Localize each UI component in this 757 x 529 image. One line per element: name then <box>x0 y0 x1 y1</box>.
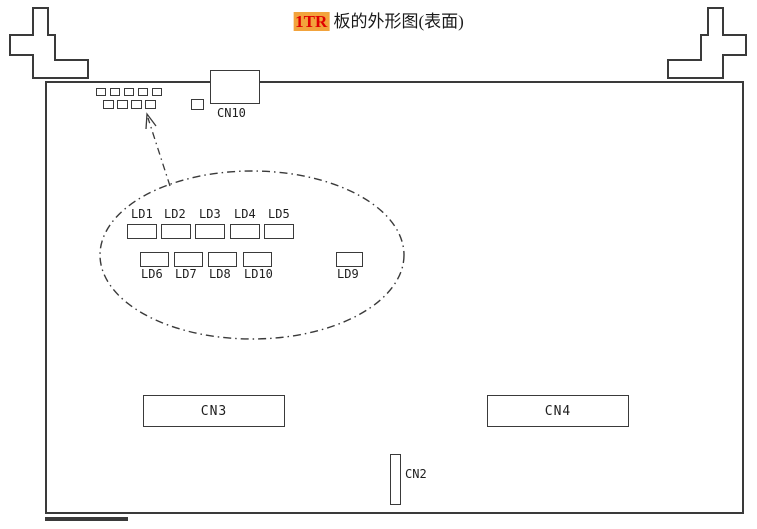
ld10-label: LD10 <box>244 267 273 281</box>
ld8-box <box>208 252 237 267</box>
ejector-bracket-right-icon <box>667 7 747 79</box>
ld3-label: LD3 <box>199 207 221 221</box>
ld9-box <box>336 252 363 267</box>
board-outline <box>45 81 744 514</box>
ld7-box <box>174 252 203 267</box>
ld10-box <box>243 252 272 267</box>
ld5-label: LD5 <box>268 207 290 221</box>
ld6-box <box>140 252 169 267</box>
cn10-side-pad <box>191 99 204 110</box>
ejector-bracket-left-icon <box>9 7 89 79</box>
ld1-box <box>127 224 157 239</box>
cn10-label: CN10 <box>217 106 246 120</box>
ld3-box <box>195 224 225 239</box>
cn2-label: CN2 <box>405 467 427 481</box>
edge-led-dot <box>152 88 162 96</box>
ld2-box <box>161 224 191 239</box>
edge-led-dot <box>131 100 142 109</box>
board-bottom-bar <box>45 517 128 521</box>
cn2-connector <box>390 454 401 505</box>
ld9-label: LD9 <box>337 267 359 281</box>
ld8-label: LD8 <box>209 267 231 281</box>
edge-led-dot <box>103 100 114 109</box>
page-title: 1TR 板的外形图(表面) <box>293 7 464 32</box>
title-text: 板的外形图(表面) <box>329 12 464 31</box>
edge-led-dot <box>110 88 120 96</box>
cn4-label: CN4 <box>544 403 572 419</box>
cn3-connector: CN3 <box>143 395 285 427</box>
edge-led-dot <box>96 88 106 96</box>
led-detail-ellipse <box>99 170 405 340</box>
ld4-box <box>230 224 260 239</box>
cn10-connector <box>210 70 260 104</box>
ld1-label: LD1 <box>131 207 153 221</box>
ld5-box <box>264 224 294 239</box>
edge-led-dot <box>145 100 156 109</box>
edge-led-dot <box>138 88 148 96</box>
cn4-connector: CN4 <box>487 395 629 427</box>
detail-arrow-head-icon <box>145 112 157 130</box>
ld7-label: LD7 <box>175 267 197 281</box>
edge-led-dot <box>117 100 128 109</box>
ld4-label: LD4 <box>234 207 256 221</box>
ld2-label: LD2 <box>164 207 186 221</box>
cn3-label: CN3 <box>200 403 228 419</box>
edge-led-dot <box>124 88 134 96</box>
detail-arrow-line <box>147 117 171 187</box>
ld6-label: LD6 <box>141 267 163 281</box>
title-highlight: 1TR <box>293 12 330 31</box>
